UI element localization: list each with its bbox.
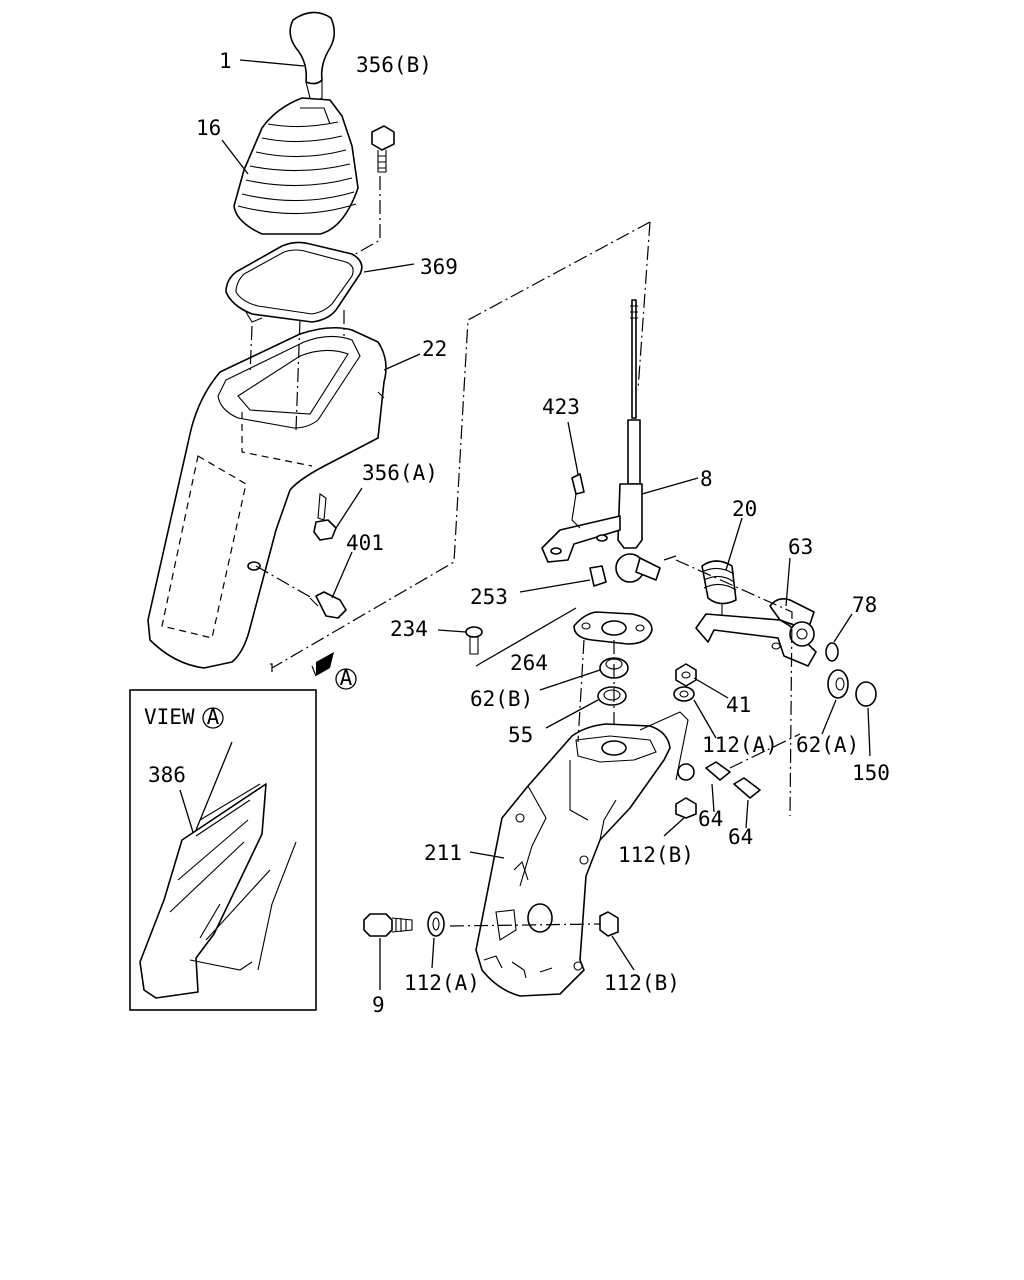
washer-112a-top <box>673 686 695 702</box>
spring-20 <box>701 560 737 618</box>
callout-22: 22 <box>422 337 447 361</box>
assembly-outline <box>270 221 651 672</box>
callout-16: 16 <box>196 116 221 140</box>
assembly-line-right <box>637 221 651 391</box>
callout-62a: 62(A) <box>796 733 859 757</box>
callout-41: 41 <box>726 693 751 717</box>
callout-112b-bottom: 112(B) <box>604 971 680 995</box>
nut-41 <box>675 663 697 687</box>
pin-64-b <box>733 777 761 799</box>
callout-401: 401 <box>346 531 384 555</box>
callout-64-a: 64 <box>698 807 723 831</box>
shift-lever <box>541 299 661 583</box>
callout-8: 8 <box>700 467 713 491</box>
screw-401 <box>247 561 347 619</box>
callout-63: 63 <box>788 535 813 559</box>
leader-lines <box>249 176 381 599</box>
lever-63 <box>695 598 817 667</box>
screw-234 <box>465 626 483 655</box>
callout-62b: 62(B) <box>470 687 533 711</box>
callout-20: 20 <box>732 497 757 521</box>
callout-234: 234 <box>390 617 428 641</box>
callout-264: 264 <box>510 651 548 675</box>
washer-62a <box>827 669 849 699</box>
callout-423: 423 <box>542 395 580 419</box>
callout-150: 150 <box>852 761 890 785</box>
shift-knob <box>289 11 336 101</box>
view-a-title: VIEW <box>144 705 195 729</box>
console-cover <box>147 326 387 669</box>
callout-64-b: 64 <box>728 825 753 849</box>
nut-112b-bottom <box>599 911 619 937</box>
callout-356a: 356(A) <box>362 461 438 485</box>
callout-112a-top: 112(A) <box>702 733 778 757</box>
view-a-title-letter: A <box>207 705 220 729</box>
cap-150 <box>855 681 877 707</box>
view-a-inset: VIEW A 386 <box>129 689 317 1011</box>
callout-9: 9 <box>372 993 385 1017</box>
clip-423 <box>571 473 585 529</box>
callout-211: 211 <box>424 841 462 865</box>
callout-253: 253 <box>470 585 508 609</box>
callout-386: 386 <box>148 763 186 787</box>
view-a-arrow: A <box>311 652 357 690</box>
bolt-9 <box>363 913 413 937</box>
callout-112b-mid: 112(B) <box>618 843 694 867</box>
callout-1: 1 <box>219 49 232 73</box>
nut-112b-mid <box>675 797 697 819</box>
plate-264 <box>573 611 653 645</box>
callout-55: 55 <box>508 723 533 747</box>
callout-112a-bottom: 112(A) <box>404 971 480 995</box>
lower-axis-lines <box>449 555 801 927</box>
callout-369: 369 <box>420 255 458 279</box>
gasket-369 <box>225 241 363 323</box>
callout-78: 78 <box>852 593 877 617</box>
washer-112a-bottom <box>427 911 445 937</box>
callout-356b: 356(B) <box>356 53 432 77</box>
bolt-356a <box>313 493 337 541</box>
clip-78 <box>825 642 839 662</box>
callout-leaders <box>221 59 871 990</box>
bolt-356b <box>371 125 395 173</box>
shift-boot <box>233 97 359 235</box>
block-253 <box>589 565 607 587</box>
view-a-marker-letter: A <box>340 666 353 690</box>
seal-55 <box>597 686 627 706</box>
pin-64-a <box>705 761 731 781</box>
